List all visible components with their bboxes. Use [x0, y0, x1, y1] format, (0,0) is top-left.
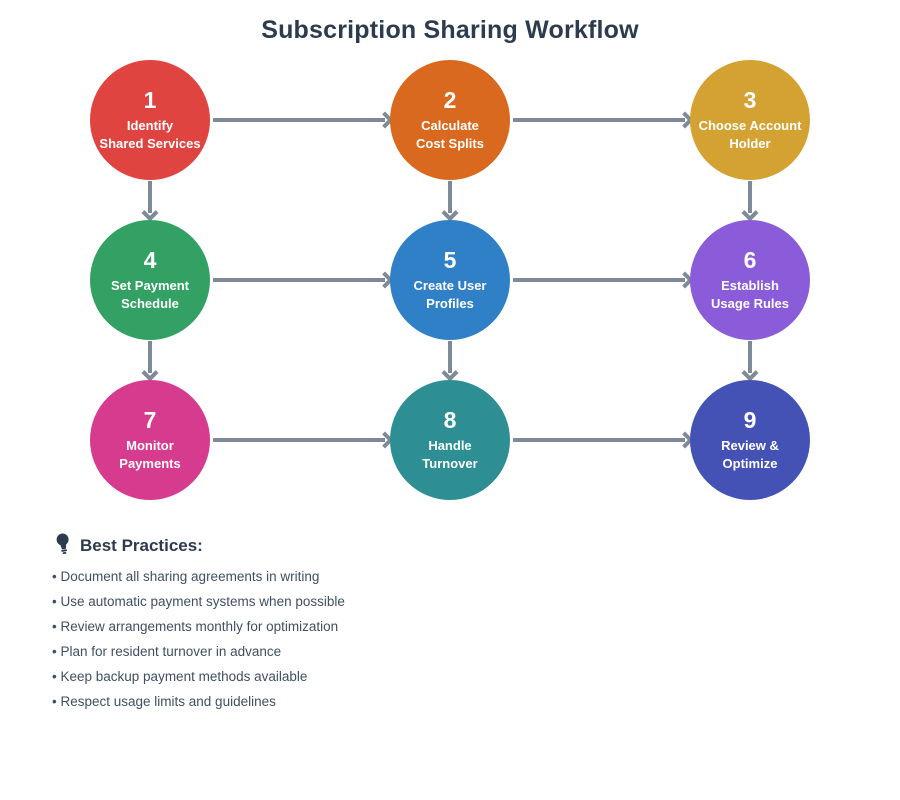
best-practices-header: Best Practices: [55, 532, 203, 560]
workflow-step-8: 8 Handle Turnover [375, 375, 525, 505]
step-number: 5 [443, 247, 457, 273]
arrow-shaft [513, 278, 685, 282]
step-circle [690, 60, 810, 180]
step-number: 1 [143, 87, 157, 113]
step-label: Monitor Payments [119, 438, 181, 471]
lightbulb-icon [53, 531, 74, 561]
step-number: 7 [143, 407, 157, 433]
workflow-step-7: 7 Monitor Payments [75, 375, 225, 505]
step-label: Set Payment Schedule [110, 278, 190, 311]
step-label: Calculate Cost Splits [416, 118, 484, 151]
step-label: Establish Usage Rules [710, 278, 790, 311]
step-number: 8 [443, 407, 457, 433]
step-circle [690, 380, 810, 500]
step-label: Handle Turnover [422, 438, 478, 471]
best-practices-list: Document all sharing agreements in writi… [52, 564, 345, 714]
best-practice-item: Keep backup payment methods available [52, 664, 345, 689]
step-circle [690, 220, 810, 340]
step-number: 6 [743, 247, 757, 273]
best-practice-item: Document all sharing agreements in writi… [52, 564, 345, 589]
step-circle [390, 380, 510, 500]
arrow-shaft [748, 181, 752, 213]
workflow-step-6: 6 Establish Usage Rules [675, 215, 825, 345]
workflow-step-9: 9 Review & Optimize [675, 375, 825, 505]
step-circle [390, 220, 510, 340]
workflow-step-1: 1 Identify Shared Services [75, 55, 225, 185]
best-practice-item: Respect usage limits and guidelines [52, 689, 345, 714]
arrow-shaft [513, 118, 685, 122]
arrow-shaft [213, 438, 385, 442]
arrow-shaft [148, 341, 152, 373]
arrow-shaft [748, 341, 752, 373]
step-number: 9 [743, 407, 757, 433]
page-title: Subscription Sharing Workflow [261, 16, 639, 44]
step-number: 3 [743, 87, 757, 113]
step-circle [390, 60, 510, 180]
step-circle [90, 380, 210, 500]
step-number: 2 [443, 87, 457, 113]
step-circle [90, 220, 210, 340]
arrow-shaft [213, 118, 385, 122]
workflow-step-4: 4 Set Payment Schedule [75, 215, 225, 345]
arrow-shaft [448, 341, 452, 373]
arrow-shaft [513, 438, 685, 442]
arrow-shaft [213, 278, 385, 282]
workflow-step-3: 3 Choose Account Holder [675, 55, 825, 185]
best-practices-title: Best Practices: [80, 536, 203, 555]
best-practice-item: Plan for resident turnover in advance [52, 639, 345, 664]
best-practice-item: Use automatic payment systems when possi… [52, 589, 344, 614]
step-number: 4 [143, 247, 157, 273]
arrow-shaft [148, 181, 152, 213]
workflow-step-2: 2 Calculate Cost Splits [375, 55, 525, 185]
step-label: Choose Account Holder [698, 118, 802, 151]
step-label: Identify Shared Services [99, 118, 201, 151]
best-practice-item: Review arrangements monthly for optimiza… [52, 614, 345, 639]
step-label: Review & Optimize [721, 438, 779, 471]
workflow-step-5: 5 Create User Profiles [375, 215, 525, 345]
step-label: Create User Profiles [413, 278, 487, 311]
step-circle [90, 60, 210, 180]
arrow-shaft [448, 181, 452, 213]
